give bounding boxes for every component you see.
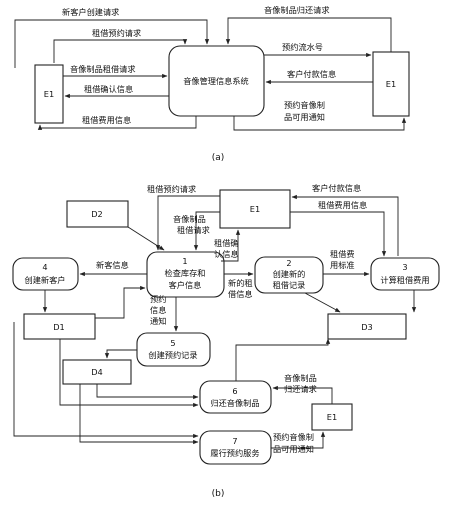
flow-b-customer-payment-label: 客户付款信息 bbox=[312, 183, 361, 193]
flow-rental-reservation-request bbox=[53, 39, 188, 63]
flow-b-fee-standard-label-2: 用标准 bbox=[330, 260, 355, 270]
flow-b-d1-to-p6 bbox=[59, 339, 199, 408]
flow-b-media-rental-label-1: 音像制品 bbox=[173, 214, 206, 224]
detail-diagram-b: E1 D2 D1 D3 D4 E1 1 检查库存和 客户信息 2 创建新的 租借… bbox=[12, 183, 440, 499]
process-4-number: 4 bbox=[42, 262, 47, 272]
flow-b-reserved-available-label-1: 预约音像制 bbox=[273, 432, 314, 442]
flow-new-customer-request bbox=[14, 19, 210, 68]
flow-b-d4-to-p6 bbox=[96, 384, 199, 400]
flow-rental-fee-info bbox=[37, 116, 197, 130]
store-d3 bbox=[327, 313, 407, 340]
store-d4-label: D4 bbox=[91, 367, 103, 377]
entity-e1-top-label: E1 bbox=[250, 204, 260, 214]
flow-b-reservation-notice-label-3: 通知 bbox=[150, 316, 166, 326]
entity-e1-top bbox=[219, 189, 291, 229]
flow-b-new-customer-label: 新客信息 bbox=[96, 260, 129, 270]
flow-b-media-return-label-2: 归还请求 bbox=[284, 384, 317, 394]
entity-e1-bottom-label: E1 bbox=[327, 412, 337, 422]
process-5-label: 创建预约记录 bbox=[148, 350, 197, 360]
flow-rental-reservation-request-label: 租借预约请求 bbox=[92, 28, 141, 38]
flow-reserved-available-label-2: 品可用通知 bbox=[284, 112, 325, 122]
process-2 bbox=[254, 256, 324, 294]
process-1 bbox=[146, 251, 225, 298]
entity-e1-left bbox=[34, 64, 64, 124]
flow-b-rental-fee-info bbox=[290, 211, 387, 257]
flow-b-reservation-notice-label-2: 信息 bbox=[150, 305, 166, 315]
flow-rental-confirmation-label: 租借确认信息 bbox=[84, 84, 133, 94]
flow-b-reserved-available bbox=[271, 431, 326, 449]
entity-e1-right-label: E1 bbox=[386, 79, 396, 89]
process-6-label: 归还音像制品 bbox=[210, 398, 259, 408]
process-6 bbox=[199, 380, 272, 414]
store-d4 bbox=[62, 359, 132, 385]
process-4-label: 创建新客户 bbox=[25, 275, 66, 285]
store-d1 bbox=[23, 313, 96, 340]
flow-customer-payment-label: 客户付款信息 bbox=[287, 69, 336, 79]
flow-new-customer-request-label: 新客户创建请求 bbox=[62, 7, 119, 17]
flow-b-rental-fee-info-label: 租借费用信息 bbox=[318, 200, 367, 210]
flow-media-return-request bbox=[225, 17, 392, 52]
flow-reserved-available bbox=[233, 116, 407, 131]
store-d2 bbox=[66, 200, 129, 228]
process-2-number: 2 bbox=[286, 258, 291, 268]
store-d2-label: D2 bbox=[91, 209, 103, 219]
flow-b-rental-confirm-label-2: 认信息 bbox=[214, 249, 239, 259]
flow-reserved-available-label-1: 预约音像制 bbox=[284, 100, 325, 110]
flow-b-p6-to-d3 bbox=[235, 338, 331, 381]
process-7-label: 履行预约服务 bbox=[210, 448, 259, 458]
flow-rental-fee-info-label: 租借费用信息 bbox=[82, 115, 131, 125]
flow-media-rental-request-label: 音像制品租借请求 bbox=[70, 64, 136, 74]
flow-b-rental-confirm-label-1: 租借确 bbox=[214, 238, 239, 248]
process-6-number: 6 bbox=[232, 386, 237, 396]
flow-b-new-rental-label-1: 新的租 bbox=[228, 278, 253, 288]
process-7 bbox=[199, 430, 272, 465]
process-3-label: 计算租借费用 bbox=[380, 275, 429, 285]
entity-e1-left-label: E1 bbox=[44, 89, 54, 99]
store-d3-label: D3 bbox=[361, 322, 373, 332]
flow-b-d2-to-p1 bbox=[127, 226, 165, 251]
caption-b: (b) bbox=[212, 489, 225, 499]
process-5 bbox=[136, 332, 211, 367]
process-7-number: 7 bbox=[232, 436, 237, 446]
process-4 bbox=[12, 257, 79, 291]
flow-b-rental-reservation-request-label: 租借预约请求 bbox=[147, 184, 196, 194]
flow-b-reservation-notice-label-1: 预约 bbox=[150, 294, 166, 304]
process-av-system bbox=[168, 45, 265, 117]
process-3-number: 3 bbox=[402, 262, 407, 272]
flow-b-d4-to-p7 bbox=[79, 384, 199, 445]
flow-b-d1-to-p1 bbox=[95, 285, 146, 319]
flow-b-media-return bbox=[272, 385, 333, 404]
flow-b-media-rental-label-2: 租借请求 bbox=[177, 225, 210, 235]
flow-b-customer-payment bbox=[291, 194, 399, 256]
flow-b-p5-to-d4 bbox=[104, 349, 137, 359]
flow-b-reserved-available-label-2: 品可用通知 bbox=[273, 444, 314, 454]
flow-b-fee-standard-label-1: 租借费 bbox=[330, 249, 355, 259]
flow-media-return-request-label: 音像制品归还请求 bbox=[264, 5, 330, 15]
process-2-label-1: 创建新的 bbox=[273, 269, 306, 279]
process-av-system-label: 音像管理信息系统 bbox=[183, 76, 249, 86]
flow-b-rental-reservation-request bbox=[155, 195, 220, 251]
process-1-label-2: 客户信息 bbox=[169, 280, 202, 290]
flow-b-media-rental-request bbox=[193, 211, 220, 251]
caption-a: (a) bbox=[212, 153, 225, 163]
flow-b-rental-confirm bbox=[221, 229, 241, 262]
flow-b-media-return-label-1: 音像制品 bbox=[284, 373, 317, 383]
process-2-label-2: 租借记录 bbox=[273, 280, 306, 290]
process-3 bbox=[370, 257, 440, 291]
flow-b-d1-to-p7 bbox=[13, 322, 199, 439]
context-diagram-a: E1 音像管理信息系统 E1 新客户创建请求 租借预约请求 音像制品租借请求 租… bbox=[14, 5, 410, 163]
store-d1-label: D1 bbox=[53, 322, 65, 332]
process-5-number: 5 bbox=[170, 338, 175, 348]
process-1-label-1: 检查库存和 bbox=[165, 268, 206, 278]
flow-b-new-rental-label-2: 借信息 bbox=[228, 289, 253, 299]
process-1-number: 1 bbox=[182, 256, 187, 266]
flow-b-p2-to-d3 bbox=[304, 292, 341, 313]
flow-reservation-serial-label: 预约流水号 bbox=[282, 42, 323, 52]
